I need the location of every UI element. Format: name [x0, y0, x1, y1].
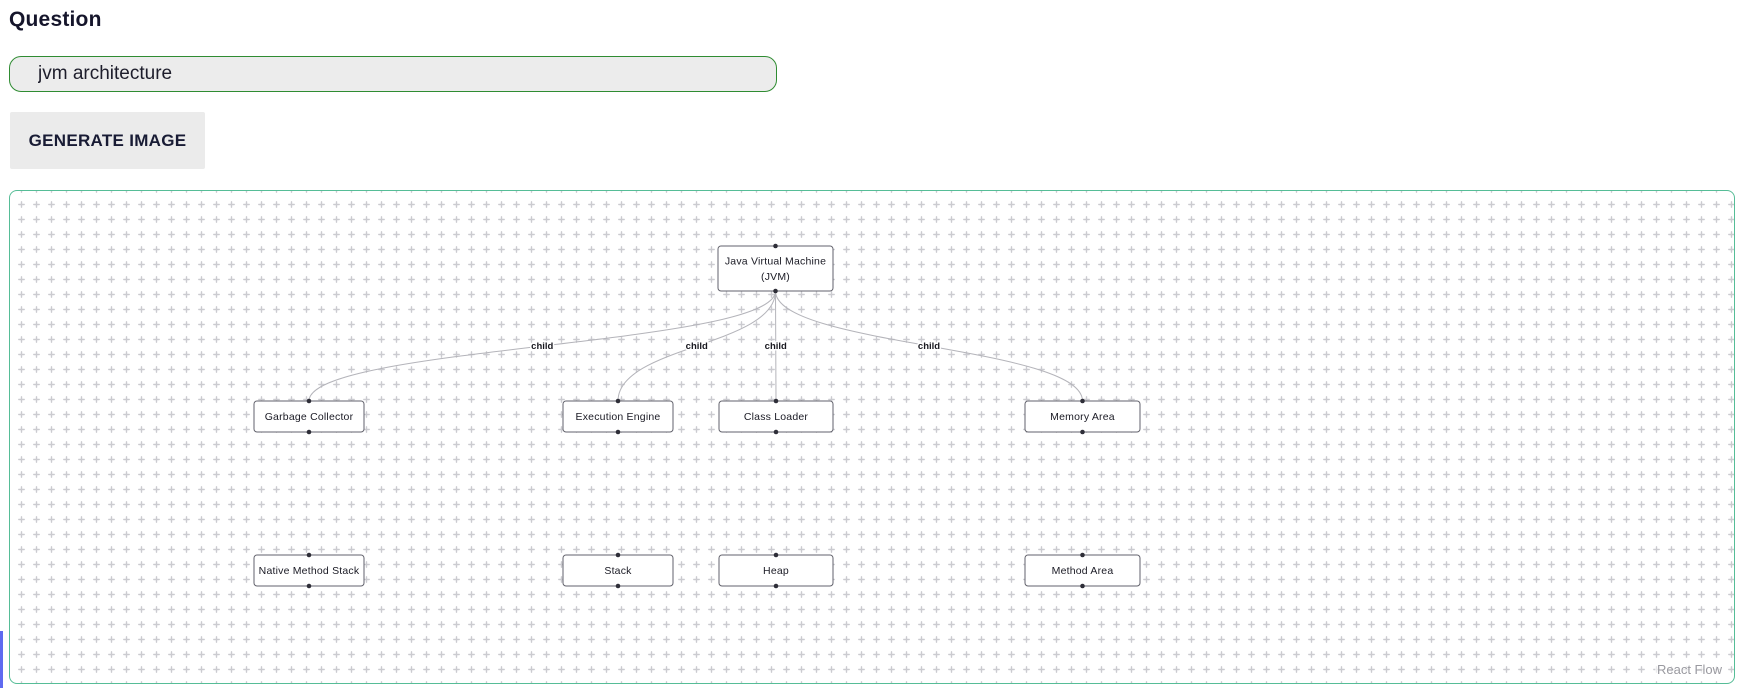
- flow-node-memory-area[interactable]: Memory Area: [1024, 398, 1141, 435]
- node-handle-top[interactable]: [306, 552, 312, 558]
- node-handle-top[interactable]: [615, 398, 621, 404]
- flow-node-label: Stack: [604, 565, 632, 577]
- flow-edge-label-class-loader: child: [765, 341, 787, 352]
- node-handle-bottom[interactable]: [615, 583, 621, 589]
- flow-node-heap[interactable]: Heap: [718, 552, 834, 589]
- node-handle-top[interactable]: [1080, 552, 1085, 558]
- node-handle-bottom[interactable]: [773, 288, 778, 294]
- flow-node-label: Method Area: [1052, 565, 1114, 577]
- node-handle-bottom[interactable]: [306, 429, 312, 435]
- flow-node-native-method-stack[interactable]: Native Method Stack: [253, 552, 365, 589]
- flow-node-stack[interactable]: Stack: [562, 552, 674, 589]
- flow-node-label: Heap: [763, 565, 789, 577]
- node-handle-bottom[interactable]: [1080, 583, 1085, 589]
- flow-edges: child child child child: [308, 290, 1083, 402]
- node-handle-top[interactable]: [773, 243, 778, 249]
- flow-nodes: Java Virtual Machine (JVM) Garbage Collect…: [253, 243, 1141, 589]
- left-edge-blue-strip: [0, 631, 3, 688]
- node-handle-top[interactable]: [306, 398, 312, 404]
- node-handle-bottom[interactable]: [773, 429, 779, 435]
- flow-node-class-loader[interactable]: Class Loader: [718, 398, 834, 435]
- flow-edge-label-garbage-collector: child: [531, 341, 553, 352]
- react-flow-attribution[interactable]: React Flow: [1654, 662, 1724, 677]
- node-handle-top[interactable]: [1080, 398, 1085, 404]
- question-input[interactable]: [9, 56, 777, 92]
- flow-node-label: Memory Area: [1050, 411, 1115, 423]
- flow-node-label: Native Method Stack: [259, 565, 360, 577]
- flow-node-method-area[interactable]: Method Area: [1024, 552, 1141, 589]
- flow-node-label: Class Loader: [744, 411, 809, 423]
- flow-edge-class-loader[interactable]: [775, 290, 777, 402]
- node-handle-bottom[interactable]: [306, 583, 312, 589]
- generate-image-button[interactable]: GENERATE IMAGE: [10, 112, 205, 169]
- node-handle-top[interactable]: [615, 552, 621, 558]
- flow-edge-label-execution-engine: child: [686, 341, 708, 352]
- flow-edge-memory-area[interactable]: [775, 290, 1083, 402]
- flow-node-label: (JVM): [761, 271, 790, 283]
- node-handle-bottom[interactable]: [1080, 429, 1085, 435]
- flow-node-label: Garbage Collector: [265, 411, 354, 423]
- flow-node-garbage-collector[interactable]: Garbage Collector: [253, 398, 365, 435]
- page-title: Question: [9, 8, 102, 31]
- flow-edge-label-memory-area: child: [918, 341, 940, 352]
- flow-node-jvm[interactable]: Java Virtual Machine (JVM): [717, 243, 834, 294]
- node-handle-bottom[interactable]: [615, 429, 621, 435]
- dot-grid-background: [10, 191, 1734, 683]
- node-handle-bottom[interactable]: [773, 583, 779, 589]
- flow-node-label: Java Virtual Machine: [725, 255, 826, 267]
- flow-edge-garbage-collector[interactable]: [308, 290, 776, 402]
- flow-node-execution-engine[interactable]: Execution Engine: [562, 398, 674, 435]
- node-handle-top[interactable]: [773, 398, 779, 404]
- node-handle-top[interactable]: [773, 552, 779, 558]
- flow-node-label: Execution Engine: [576, 411, 661, 423]
- flow-edge-execution-engine[interactable]: [617, 290, 776, 402]
